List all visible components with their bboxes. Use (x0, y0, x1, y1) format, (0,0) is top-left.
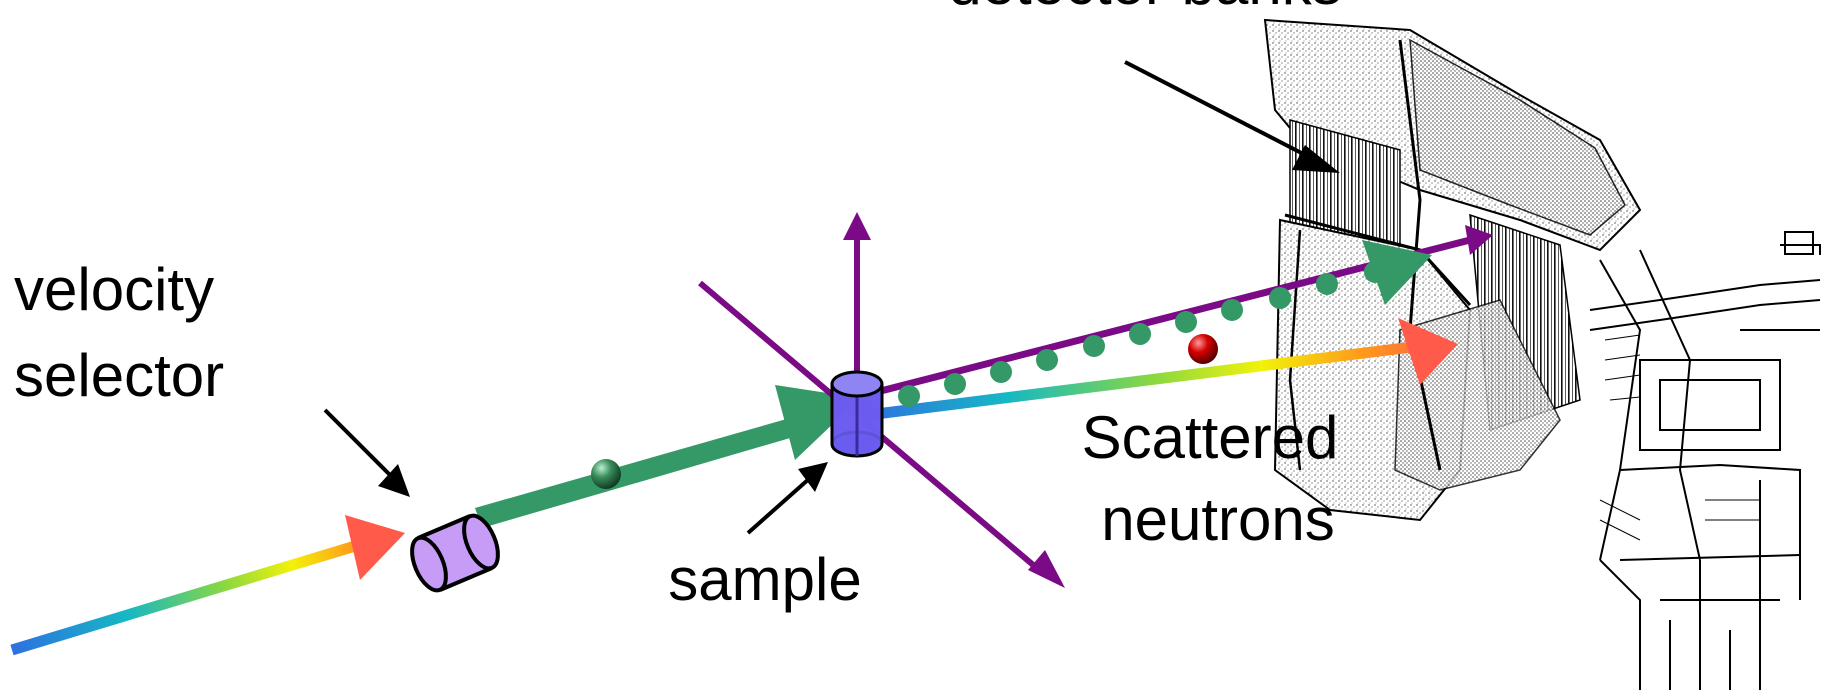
velocity-selector-label-line1: velocity (14, 256, 214, 323)
velocity-selector-cylinder (410, 513, 500, 593)
detector-support-frame (1589, 231, 1821, 690)
callout-arrows (323, 60, 1340, 535)
scattered-green-arrowhead (1362, 240, 1432, 305)
detector-banks-label: detector banks (948, 0, 1342, 17)
scattered-neutrons-label-line1: Scattered (1082, 404, 1339, 471)
scattered-polychromatic-arrowhead (1398, 318, 1458, 385)
incident-neutron-ball (591, 459, 621, 489)
polychromatic-beam (10, 534, 377, 656)
velocity-selector-label-line2: selector (14, 342, 224, 409)
scattered-neutrons-label-line2: neutrons (1101, 486, 1335, 553)
detector-seam (1288, 229, 1302, 471)
detector-support-details (1599, 334, 1760, 541)
sample-label: sample (668, 546, 861, 613)
scattered-neutron-ball (1188, 334, 1218, 364)
detector-upper-dense (1409, 38, 1626, 236)
monochromatic-beam (475, 418, 797, 528)
polychromatic-beam-arrowhead (345, 515, 405, 580)
sample-cylinder (830, 370, 884, 458)
scattered-polychromatic-beam (867, 340, 1421, 421)
